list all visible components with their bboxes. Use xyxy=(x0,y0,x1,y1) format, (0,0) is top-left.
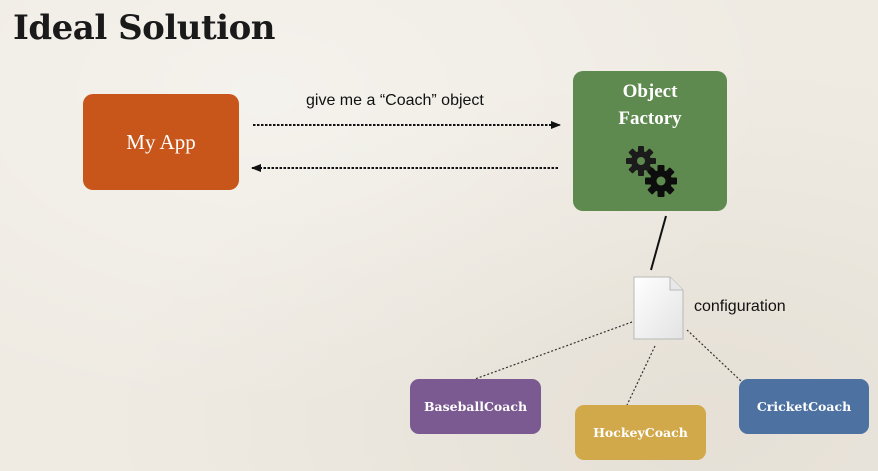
cricket-coach-node: CricketCoach xyxy=(739,379,869,434)
my-app-label: My App xyxy=(126,129,196,154)
cricket-coach-label: CricketCoach xyxy=(756,399,852,414)
factory-config-link xyxy=(650,215,667,271)
document-icon xyxy=(633,276,684,340)
config-hockey-link xyxy=(626,345,656,406)
gears-icon xyxy=(626,146,677,197)
config-baseball-link xyxy=(474,321,633,380)
factory-label-line2: Factory xyxy=(618,108,682,129)
request-label: give me a “Coach” object xyxy=(306,92,484,109)
page-title: Ideal Solution xyxy=(13,8,275,48)
baseball-coach-node: BaseballCoach xyxy=(410,379,541,434)
baseball-coach-label: BaseballCoach xyxy=(423,399,528,414)
configuration-label: configuration xyxy=(694,298,786,315)
hockey-coach-node: HockeyCoach xyxy=(575,405,706,460)
config-cricket-link xyxy=(686,329,742,382)
my-app-node: My App xyxy=(83,94,239,190)
factory-label-line1: Object xyxy=(622,81,678,102)
hockey-coach-label: HockeyCoach xyxy=(593,425,688,440)
